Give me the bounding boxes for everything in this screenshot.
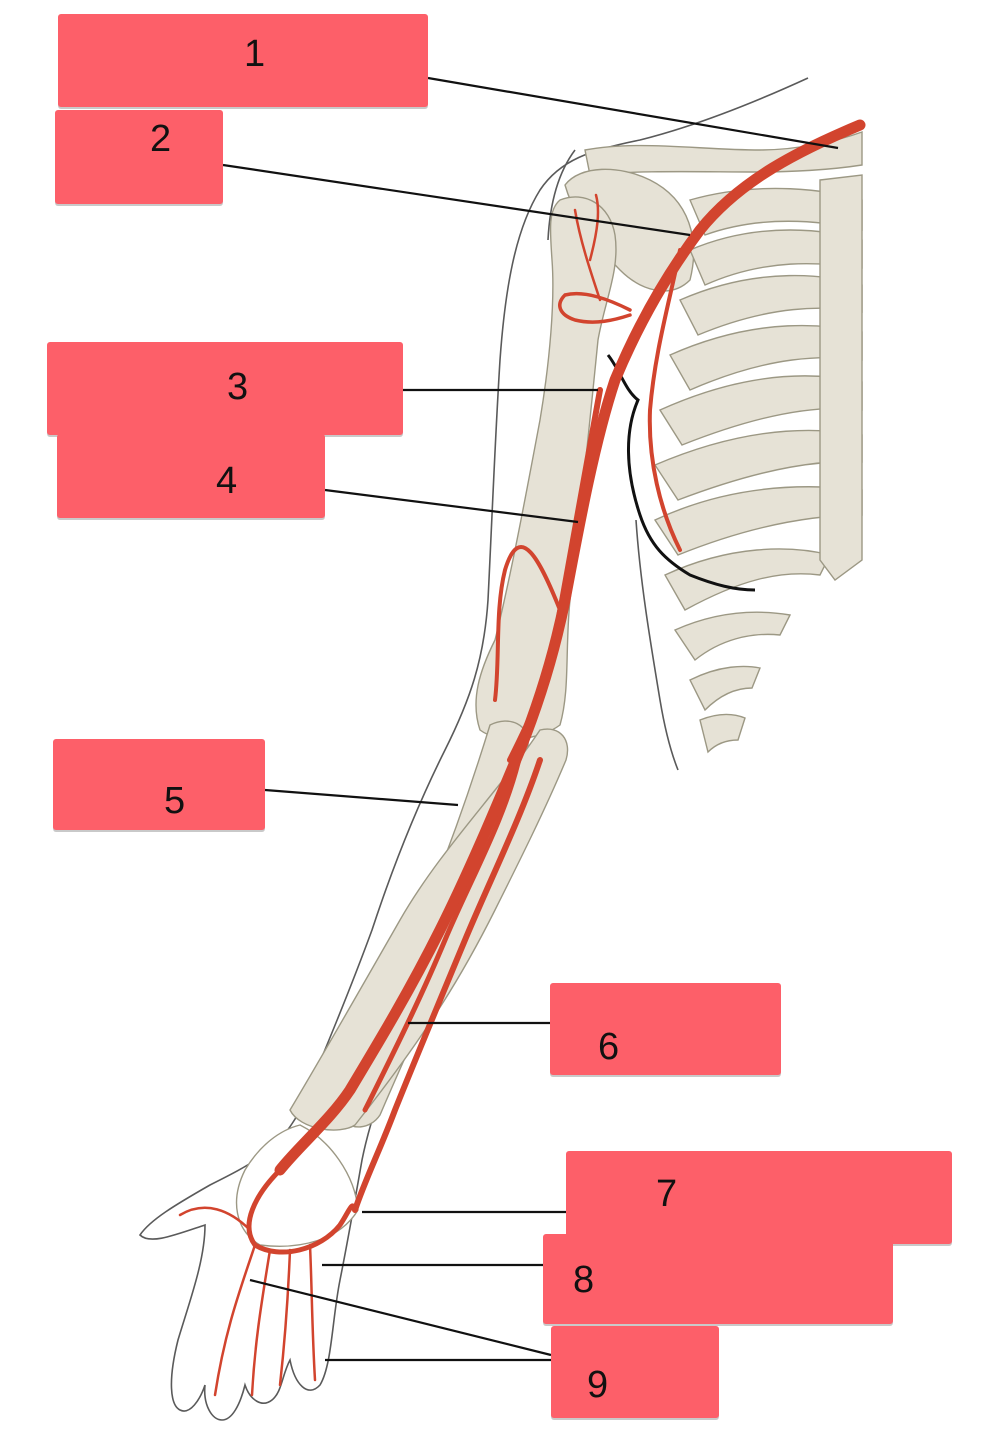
leader-line-5 [264,788,459,807]
label-number-5: 5 [164,780,186,822]
leader-line-9a [249,1278,552,1357]
label-number-7: 7 [656,1173,678,1215]
label-number-9: 9 [587,1364,609,1406]
skeleton [235,131,863,1247]
rib-10 [689,665,761,712]
label-box-7[interactable] [566,1151,952,1244]
label-number-2: 2 [150,118,172,160]
ulnar-artery [352,757,543,1213]
label-number-8: 8 [573,1259,595,1301]
sternum [819,174,863,581]
humerus [475,196,617,740]
thoracic-artery [647,248,682,552]
interosseous-artery [362,752,523,1113]
rib-9 [673,611,792,662]
leader-line-2 [222,163,691,237]
hand-wrist [235,1124,359,1247]
label-box-9[interactable] [551,1326,719,1418]
deep-brachial-artery [507,387,603,763]
label-number-4: 4 [216,460,238,502]
label-box-8[interactable] [543,1234,893,1324]
clavicle [584,131,863,176]
digital-arteries [178,1206,317,1397]
label-box-3[interactable] [47,342,403,435]
label-number-3: 3 [227,366,249,408]
label-box-6[interactable] [550,983,781,1075]
label-number-1: 1 [244,33,266,75]
label-box-1[interactable] [58,14,428,107]
pectoral-contour [606,354,756,592]
label-box-2[interactable] [55,110,223,204]
label-box-4[interactable] [57,434,325,518]
label-number-6: 6 [598,1026,620,1068]
leader-lines [222,76,839,1362]
ulna [289,728,569,1131]
label-box-5[interactable] [53,739,265,830]
arteries [178,119,866,1397]
rib-8 [664,548,832,611]
leader-line-4 [324,488,579,524]
collateral-artery [493,545,562,702]
leader-line-1 [427,76,839,150]
rib-11 [699,713,746,754]
